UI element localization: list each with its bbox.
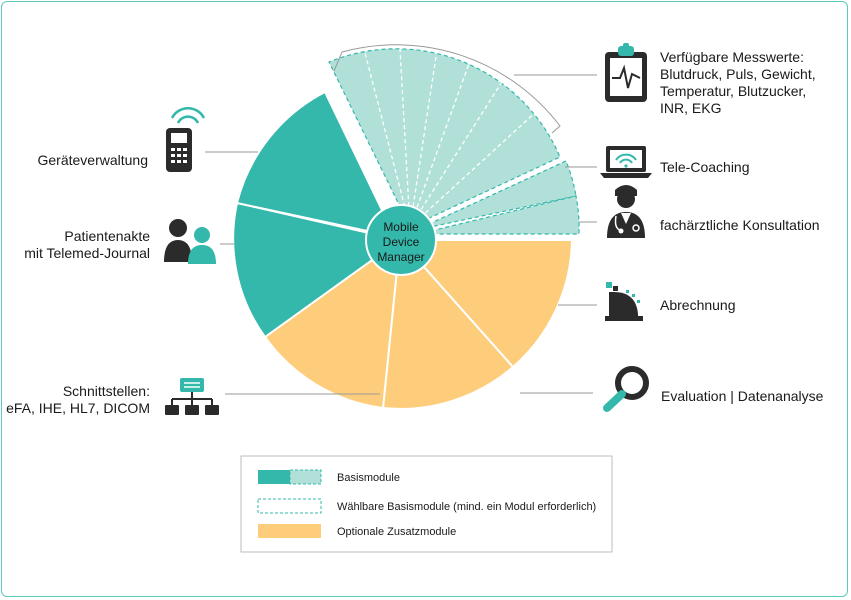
monitor-icon (605, 43, 647, 102)
doctor-icon (607, 185, 645, 238)
label-messwerte-2: Blutdruck, Puls, Gewicht, (660, 66, 816, 82)
segment-geraeteverwaltung (235, 90, 397, 239)
segment-patientenakte (232, 201, 403, 339)
legend-label-basis: Basismodule (337, 472, 400, 484)
label-patientenakte-1: Patientenakte (64, 228, 150, 244)
label-geraeteverwaltung: Geräteverwaltung (37, 152, 148, 168)
segment-schnittstellen (263, 237, 402, 410)
legend-label-optional: Optionale Zusatzmodule (337, 526, 456, 538)
network-icon (165, 378, 219, 415)
label-konsultation: fachärztliche Konsultation (660, 217, 820, 233)
segment-evaluation (381, 237, 515, 410)
legend-label-waehlbar: Wählbare Basismodule (mind. ein Modul er… (337, 501, 596, 513)
center-hub (365, 204, 437, 276)
center-line1: Mobile (383, 220, 419, 234)
label-evaluation: Evaluation | Datenanalyse (661, 388, 824, 404)
label-patientenakte-2: mit Telemed-Journal (24, 245, 150, 261)
patient-icon (164, 219, 216, 264)
segment-tele-coaching (415, 160, 577, 231)
legend-swatch-waehlbar (257, 498, 322, 514)
label-messwerte-3: Temperatur, Blutzucker, (660, 83, 806, 99)
legend: Basismodule Wählbare Basismodule (mind. … (240, 455, 613, 553)
center-line3: Manager (377, 250, 424, 264)
label-abrechnung: Abrechnung (660, 297, 736, 313)
messwerte-dividers (364, 48, 539, 228)
label-schnittstellen-2: eFA, IHE, HL7, DICOM (6, 400, 150, 416)
laptop-icon (600, 146, 652, 178)
label-tele-coaching: Tele-Coaching (660, 159, 750, 175)
legend-swatch-optional (258, 524, 321, 538)
legend-swatch-basis (258, 469, 322, 485)
label-schnittstellen-1: Schnittstellen: (63, 383, 150, 399)
segment-konsultation (417, 195, 580, 235)
module-wheel: Mobile Device Manager (232, 44, 580, 410)
center-line2: Device (383, 235, 420, 249)
messwerte-bracket (333, 44, 561, 134)
magnifier-icon (603, 366, 649, 412)
billing-icon (605, 282, 643, 321)
phone-icon (166, 107, 206, 172)
segment-messwerte (328, 48, 561, 228)
leader-lines (205, 74, 597, 395)
label-messwerte-1: Verfügbare Messwerte: (660, 49, 804, 65)
segment-abrechnung (397, 239, 574, 369)
label-messwerte-4: INR, EKG (660, 100, 721, 116)
